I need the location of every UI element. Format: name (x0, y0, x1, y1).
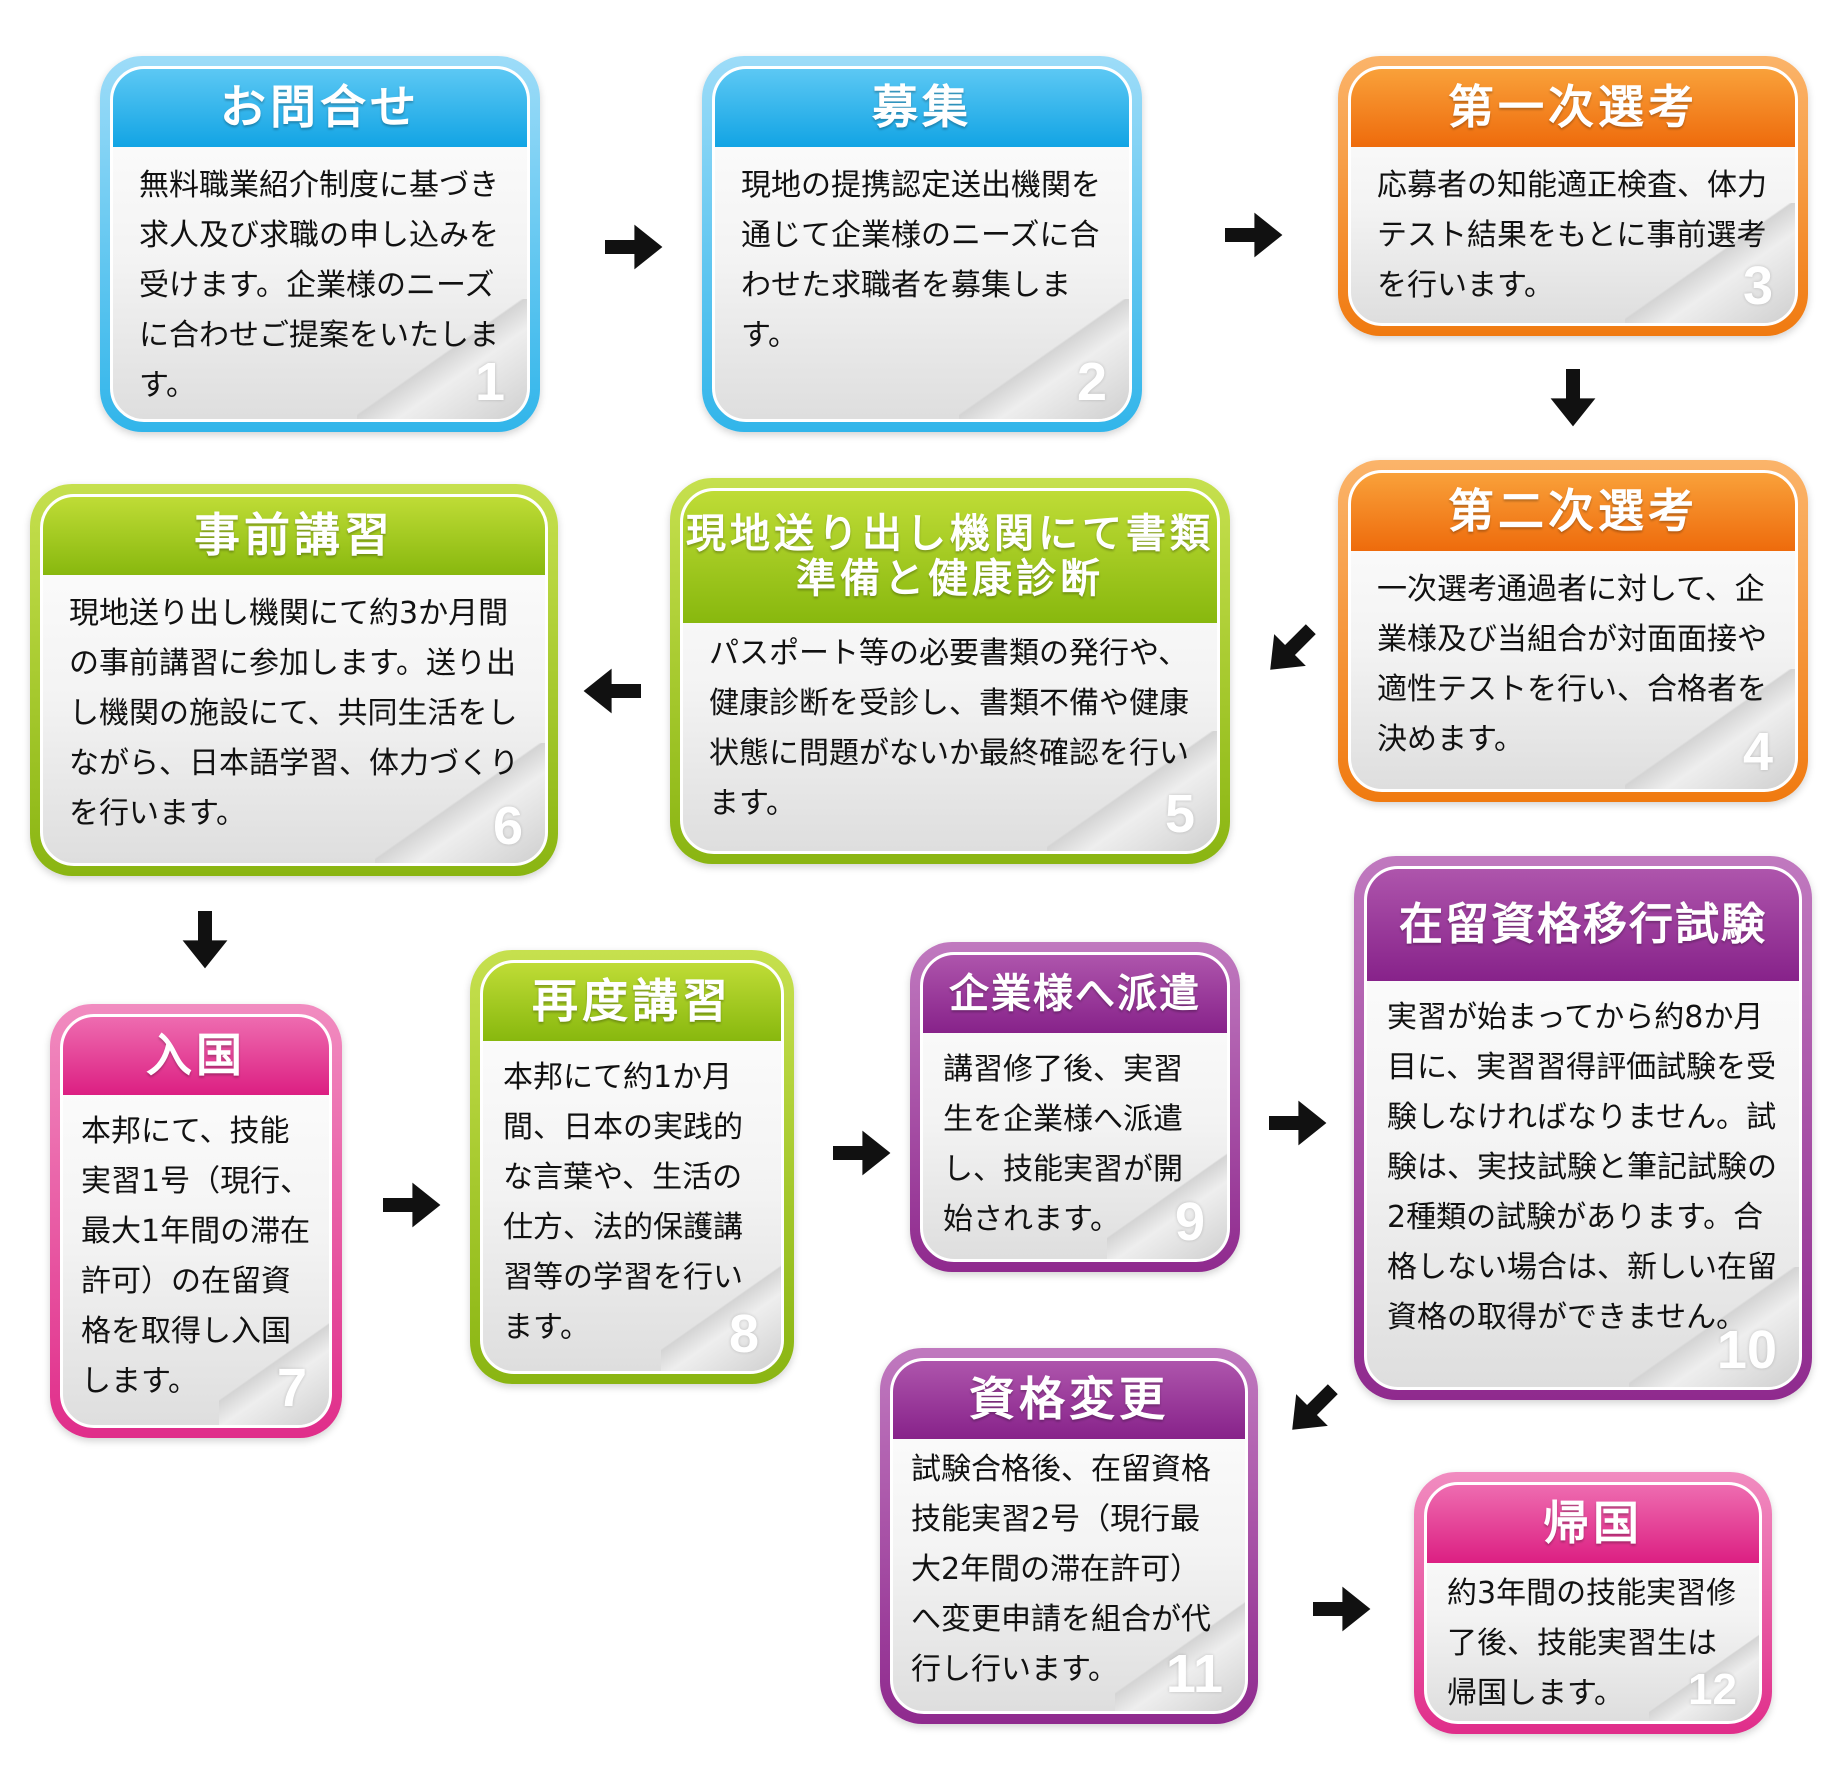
page-curl-decoration (219, 1305, 329, 1425)
step-card-11: 資格変更 試験合格後、在留資格技能実習2号（現行最大2年間の滞在許可）へ変更申請… (880, 1348, 1258, 1724)
step-title: 現地送り出し機関にて書類準備と健康診断 (683, 491, 1217, 623)
step-number: 11 (1165, 1644, 1223, 1704)
step-card-8: 再度講習 本邦にて約1か月間、日本の実践的な言葉や、生活の仕方、法的保護講習等の… (470, 950, 794, 1384)
page-curl-decoration (1625, 203, 1795, 323)
step-number: 2 (1076, 352, 1107, 412)
step-card-panel: 入国 本邦にて、技能実習1号（現行、最大1年間の滞在許可）の在留資格を取得し入国… (60, 1014, 332, 1428)
page-curl-decoration (357, 299, 527, 419)
step-description: 無料職業紹介制度に基づき求人及び求職の申し込みを受けます。企業様のニーズに合わせ… (139, 168, 499, 403)
step-title: 募集 (715, 69, 1129, 147)
step-number: 4 (1742, 722, 1773, 782)
step-number: 9 (1174, 1192, 1205, 1252)
arrow-left-icon (578, 656, 648, 726)
arrow-down-icon (1538, 362, 1608, 432)
step-card-panel: 帰国 約3年間の技能実習修了後、技能実習生は帰国します。 12 (1424, 1482, 1762, 1724)
step-number: 5 (1164, 784, 1195, 844)
arrow-right-icon (1306, 1574, 1376, 1644)
step-description: 約3年間の技能実習修了後、技能実習生は帰国します。 (1447, 1576, 1737, 1711)
step-description: 本邦にて約1か月間、日本の実践的な言葉や、生活の仕方、法的保護講習等の学習を行い… (503, 1060, 743, 1345)
arrow-right-icon (598, 212, 668, 282)
step-card-panel: 募集 現地の提携認定送出機関を通じて企業様のニーズに合わせた求職者を募集します。… (712, 66, 1132, 422)
step-title: 入国 (63, 1017, 329, 1095)
page-curl-decoration (1629, 1267, 1799, 1387)
page-curl-decoration (1047, 731, 1217, 851)
step-description: 実習が始まってから約8か月目に、実習習得評価試験を受験しなければなりません。試験… (1387, 1000, 1777, 1335)
step-number: 1 (474, 352, 505, 412)
step-card-4: 第二次選考 一次選考通過者に対して、企業様及び当組合が対面面接や適性テストを行い… (1338, 460, 1808, 802)
step-title: 企業様へ派遣 (923, 955, 1227, 1033)
arrow-down-icon (170, 904, 240, 974)
page-curl-decoration (1625, 669, 1795, 789)
step-number: 12 (1688, 1665, 1737, 1714)
arrow-right-icon (376, 1170, 446, 1240)
arrow-right-icon (1262, 1088, 1332, 1158)
page-curl-decoration (959, 299, 1129, 419)
step-title: 再度講習 (483, 963, 781, 1041)
step-description: パスポート等の必要書類の発行や、健康診断を受診し、書類不備や健康状態に問題がない… (709, 636, 1189, 821)
step-description: 講習修了後、実習生を企業様へ派遣し、技能実習が開始されます。 (943, 1052, 1183, 1237)
step-number: 3 (1742, 256, 1773, 316)
step-number: 7 (276, 1358, 307, 1418)
step-card-panel: 第一次選考 応募者の知能適正検査、体力テスト結果をもとに事前選考を行います。 3 (1348, 66, 1798, 326)
page-curl-decoration (661, 1251, 781, 1371)
arrow-down-left-icon (1264, 1360, 1363, 1459)
step-card-panel: 再度講習 本邦にて約1か月間、日本の実践的な言葉や、生活の仕方、法的保護講習等の… (480, 960, 784, 1374)
step-card-6: 事前講習 現地送り出し機関にて約3か月間の事前講習に参加します。送り出し機関の施… (30, 484, 558, 876)
step-card-1: お問合せ 無料職業紹介制度に基づき求人及び求職の申し込みを受けます。企業様のニー… (100, 56, 540, 432)
step-card-10: 在留資格移行試験 実習が始まってから約8か月目に、実習習得評価試験を受験しなけれ… (1354, 856, 1812, 1400)
step-card-panel: 第二次選考 一次選考通過者に対して、企業様及び当組合が対面面接や適性テストを行い… (1348, 470, 1798, 792)
step-description: 現地の提携認定送出機関を通じて企業様のニーズに合わせた求職者を募集します。 (741, 168, 1101, 353)
step-card-panel: 現地送り出し機関にて書類準備と健康診断 パスポート等の必要書類の発行や、健康診断… (680, 488, 1220, 854)
step-card-panel: 資格変更 試験合格後、在留資格技能実習2号（現行最大2年間の滞在許可）へ変更申請… (890, 1358, 1248, 1714)
page-curl-decoration (1107, 1139, 1227, 1259)
step-title: お問合せ (113, 69, 527, 147)
step-card-panel: 在留資格移行試験 実習が始まってから約8か月目に、実習習得評価試験を受験しなけれ… (1364, 866, 1802, 1390)
step-description: 本邦にて、技能実習1号（現行、最大1年間の滞在許可）の在留資格を取得し入国します… (81, 1114, 311, 1399)
arrow-right-icon (826, 1118, 896, 1188)
step-card-panel: 企業様へ派遣 講習修了後、実習生を企業様へ派遣し、技能実習が開始されます。 9 (920, 952, 1230, 1262)
step-title: 帰国 (1427, 1485, 1759, 1563)
step-description: 一次選考通過者に対して、企業様及び当組合が対面面接や適性テストを行い、合格者を決… (1377, 572, 1767, 757)
step-description: 現地送り出し機関にて約3か月間の事前講習に参加します。送り出し機関の施設にて、共… (69, 596, 519, 831)
page-curl-decoration (1649, 1631, 1759, 1721)
arrow-right-icon (1218, 200, 1288, 270)
arrow-down-left-icon (1242, 600, 1341, 699)
step-description: 試験合格後、在留資格技能実習2号（現行最大2年間の滞在許可）へ変更申請を組合が代… (911, 1452, 1211, 1687)
page-curl-decoration (375, 743, 545, 863)
page-curl-decoration (1115, 1591, 1245, 1711)
step-number: 10 (1716, 1320, 1777, 1380)
step-number: 8 (728, 1304, 759, 1364)
step-card-12: 帰国 約3年間の技能実習修了後、技能実習生は帰国します。 12 (1414, 1472, 1772, 1734)
step-title: 第二次選考 (1351, 473, 1795, 551)
step-card-9: 企業様へ派遣 講習修了後、実習生を企業様へ派遣し、技能実習が開始されます。 9 (910, 942, 1240, 1272)
step-card-3: 第一次選考 応募者の知能適正検査、体力テスト結果をもとに事前選考を行います。 3 (1338, 56, 1808, 336)
step-card-panel: お問合せ 無料職業紹介制度に基づき求人及び求職の申し込みを受けます。企業様のニー… (110, 66, 530, 422)
step-description: 応募者の知能適正検査、体力テスト結果をもとに事前選考を行います。 (1377, 168, 1767, 303)
step-number: 6 (492, 796, 523, 856)
step-card-2: 募集 現地の提携認定送出機関を通じて企業様のニーズに合わせた求職者を募集します。… (702, 56, 1142, 432)
step-title: 事前講習 (43, 497, 545, 575)
step-title: 在留資格移行試験 (1367, 869, 1799, 981)
step-card-panel: 事前講習 現地送り出し機関にて約3か月間の事前講習に参加します。送り出し機関の施… (40, 494, 548, 866)
step-card-7: 入国 本邦にて、技能実習1号（現行、最大1年間の滞在許可）の在留資格を取得し入国… (50, 1004, 342, 1438)
step-title: 第一次選考 (1351, 69, 1795, 147)
step-title: 資格変更 (893, 1361, 1245, 1439)
step-card-5: 現地送り出し機関にて書類準備と健康診断 パスポート等の必要書類の発行や、健康診断… (670, 478, 1230, 864)
